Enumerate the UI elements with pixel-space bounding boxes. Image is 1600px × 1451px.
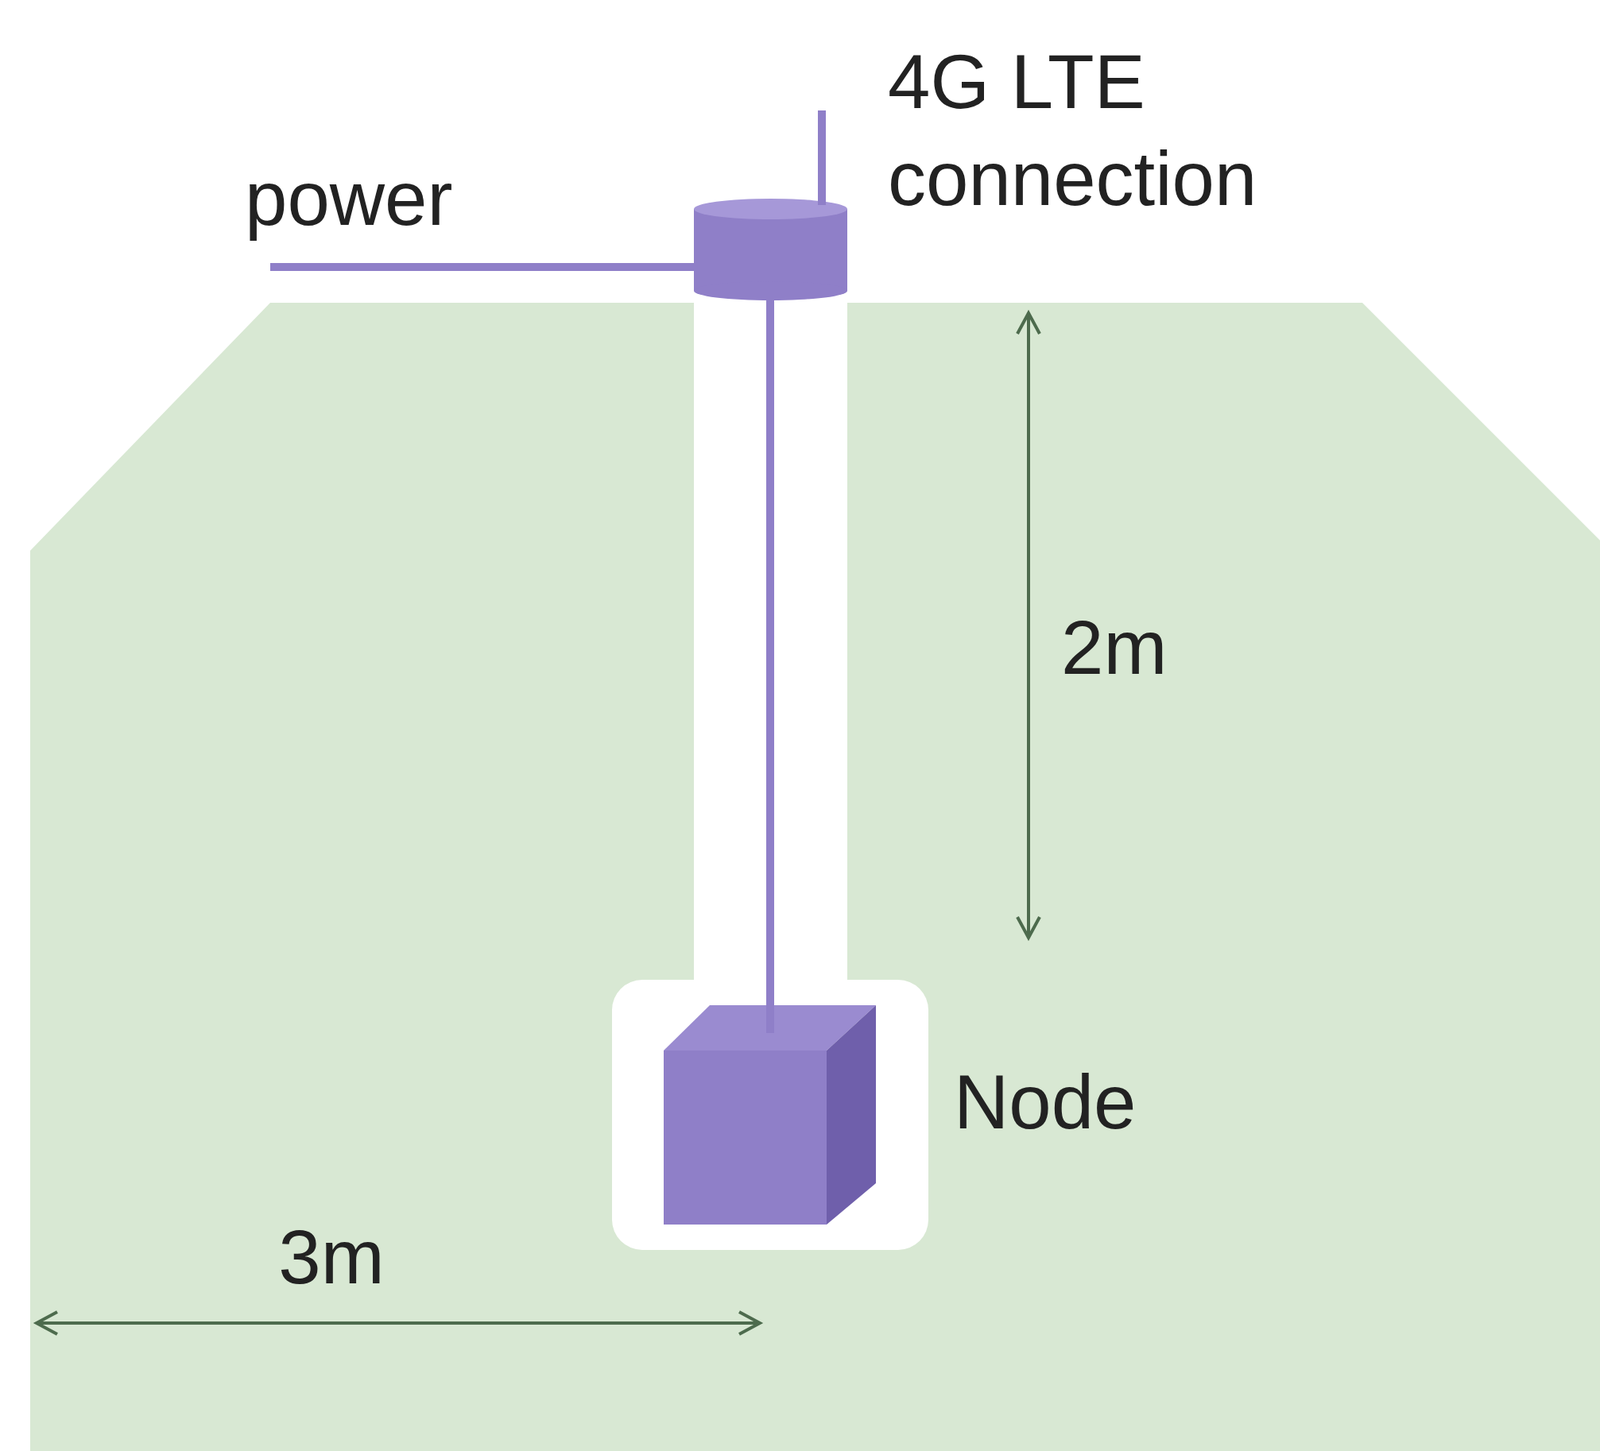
gateway-cap <box>693 209 848 291</box>
antenna <box>817 110 826 209</box>
dimension-label: 3m <box>278 1208 384 1306</box>
node-cube-front <box>663 1050 827 1225</box>
connection-label: 4G LTE connection <box>887 33 1333 228</box>
antenna-top <box>817 110 826 206</box>
power-cable <box>270 263 705 272</box>
node-label: Node <box>953 1053 1137 1151</box>
power-label: power <box>244 150 453 248</box>
dimension-2m <box>1017 313 1040 938</box>
node-pit <box>612 980 929 1251</box>
cable-pipe <box>766 295 775 1026</box>
cable-end <box>766 993 775 1034</box>
dimension-label: 2m <box>1061 599 1167 697</box>
sensor-node: Node <box>612 980 1145 1251</box>
dimension-3m <box>36 1312 760 1335</box>
node-cube-side <box>826 1005 876 1225</box>
